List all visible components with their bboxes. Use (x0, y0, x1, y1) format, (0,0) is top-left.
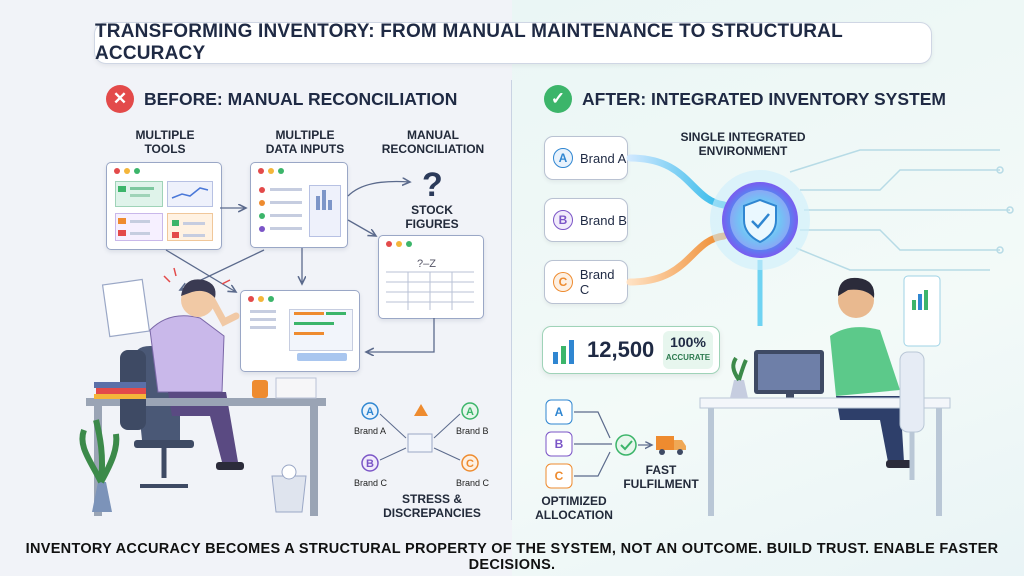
allocation-flow: A B C (545, 399, 686, 489)
stressed-worker-illustration (79, 267, 326, 516)
brand-b-card: B Brand B (544, 198, 628, 242)
bar-chart-icon (553, 340, 574, 364)
after-heading-text: AFTER: INTEGRATED INVENTORY SYSTEM (582, 88, 946, 109)
mini-brand-c-letter: C (466, 458, 474, 470)
stat-value: 12,500 (587, 337, 655, 362)
brand-b-name: Brand B (580, 212, 627, 228)
mini-brand-label-c: Brand C (354, 478, 388, 488)
brand-c-card: C Brand C (544, 260, 628, 304)
footer-message: INVENTORY ACCURACY BECOMES A STRUCTURAL … (25, 541, 999, 573)
brand-a-letter: A (553, 148, 573, 168)
brand-c-letter: C (553, 272, 573, 292)
label-multiple-data-inputs: MULTIPLE DATA INPUTS (265, 128, 345, 156)
brand-a-name: Brand A (580, 150, 627, 166)
brand-b-letter: B (553, 210, 573, 230)
shield-check-icon (751, 213, 770, 229)
mini-brand-a-letter: A (366, 406, 374, 418)
tools-window-content (118, 186, 209, 238)
x-icon: ✕ (106, 85, 134, 113)
mini-brand-b-letter: B (366, 458, 374, 470)
mini-brand-label-a: Brand A (354, 426, 387, 436)
question-z-icon: ?–Z (417, 258, 436, 270)
label-multiple-tools: MULTIPLE TOOLS (135, 128, 195, 156)
stress-mini-diagram: A B A C (361, 402, 479, 472)
stock-table-grid (386, 271, 474, 310)
label-single-integrated-environment: SINGLE INTEGRATED ENVIRONMENT (680, 130, 806, 158)
before-heading-text: BEFORE: MANUAL RECONCILIATION (144, 88, 458, 109)
label-stock-figures: STOCK FIGURES (405, 203, 459, 231)
label-stress-discrepancies: STRESS & DISCREPANCIES (383, 492, 481, 520)
reconcile-window-content (250, 310, 346, 335)
delivery-truck-icon (656, 436, 686, 455)
stat-percent: 100% (670, 334, 706, 350)
allocation-check-icon (620, 440, 633, 451)
panel-divider (511, 80, 512, 520)
label-manual-reconciliation: MANUAL RECONCILIATION (381, 128, 485, 156)
integration-hub (710, 170, 810, 270)
shield-icon (743, 198, 777, 244)
brand-a-card: A Brand A (544, 136, 628, 180)
brand-c-name: Brand C (579, 267, 615, 297)
mini-brand-a2-letter: A (466, 406, 474, 418)
flow-letter-a: A (555, 405, 564, 419)
circuit-lines (789, 149, 1014, 271)
warning-icon (414, 404, 428, 416)
page-title: TRANSFORMING INVENTORY: FROM MANUAL MAIN… (94, 21, 932, 64)
happy-worker-illustration (699, 275, 951, 516)
mini-brand-label-b: Brand B (456, 426, 489, 436)
label-fast-fulfilment: FAST FULFILMENT (623, 463, 699, 491)
data-inputs-content (259, 187, 332, 232)
label-optimized-allocation: OPTIMIZED ALLOCATION (535, 494, 613, 522)
before-heading: ✕ BEFORE: MANUAL RECONCILIATION (106, 85, 457, 113)
check-icon: ✓ (544, 85, 572, 113)
flow-letter-b: B (555, 437, 564, 451)
reconcile-window (240, 290, 360, 372)
accuracy-stat-card: 12,500 100% ACCURATE (542, 326, 720, 374)
after-heading: ✓ AFTER: INTEGRATED INVENTORY SYSTEM (544, 85, 946, 113)
question-mark-icon: ? (422, 166, 443, 204)
flow-letter-c: C (555, 469, 564, 483)
stock-figures-window: ?–Z (378, 235, 484, 319)
stat-caption: ACCURATE (665, 353, 711, 362)
mini-brand-label-c2: Brand C (456, 478, 490, 488)
